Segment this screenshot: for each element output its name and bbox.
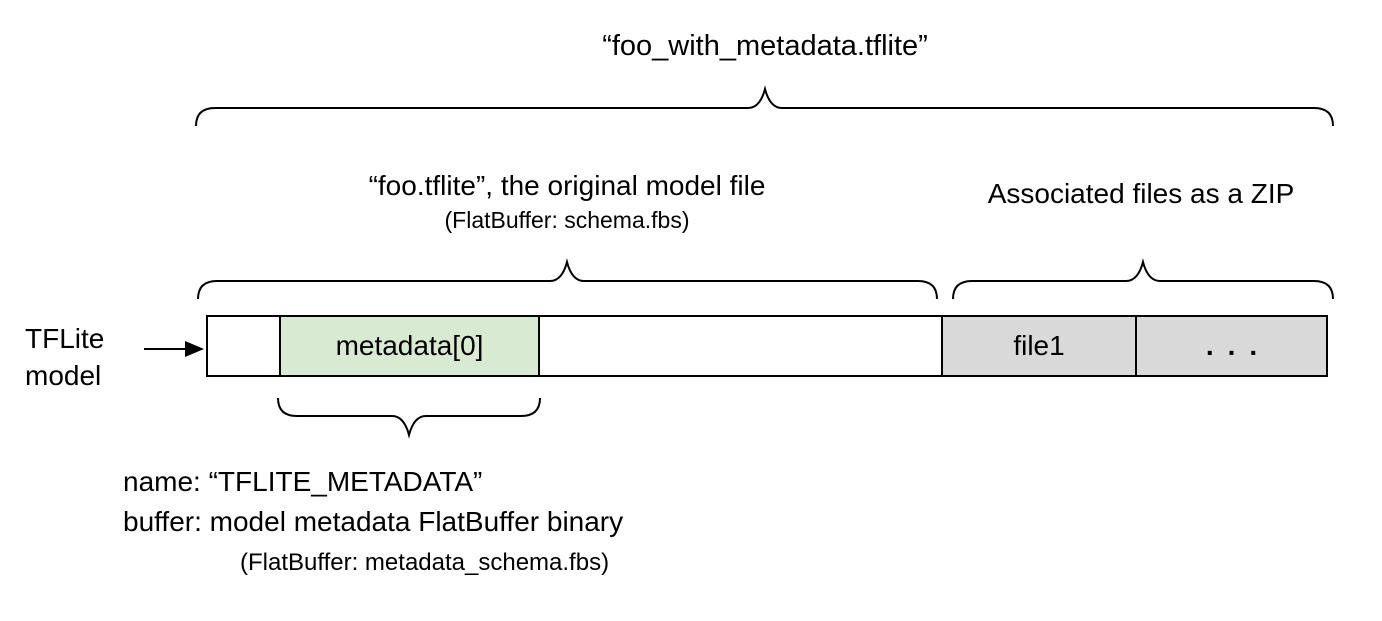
- segment-more-files: ...: [1135, 317, 1326, 375]
- metadata-note-name: name: “TFLITE_METADATA”: [123, 466, 483, 497]
- tflite-model-label: TFLite model: [25, 320, 104, 394]
- segment-model-body: [538, 317, 941, 375]
- model-arrow-head: [185, 341, 204, 357]
- tflite-model-label-line1: TFLite: [25, 323, 105, 354]
- original-model-sublabel: (FlatBuffer: schema.fbs): [444, 207, 690, 233]
- segment-metadata: metadata[0]: [279, 317, 538, 375]
- brace-associated-files: [952, 258, 1334, 300]
- brace-metadata-entry: [277, 397, 541, 439]
- brace-full-file: [195, 85, 1334, 127]
- metadata-note-schema: (FlatBuffer: metadata_schema.fbs): [240, 549, 610, 576]
- file-title: “foo_with_metadata.tflite”: [602, 30, 928, 62]
- original-model-label: “foo.tflite”, the original model file: [368, 170, 766, 201]
- file-structure-bar: metadata[0] file1 ...: [206, 315, 1328, 377]
- associated-files-label: Associated files as a ZIP: [987, 178, 1295, 209]
- segment-file1: file1: [941, 317, 1135, 375]
- segment-header: [208, 317, 279, 375]
- metadata-note-buffer: buffer: model metadata FlatBuffer binary: [123, 506, 624, 537]
- brace-original-model: [197, 258, 938, 300]
- tflite-model-label-line2: model: [25, 360, 102, 391]
